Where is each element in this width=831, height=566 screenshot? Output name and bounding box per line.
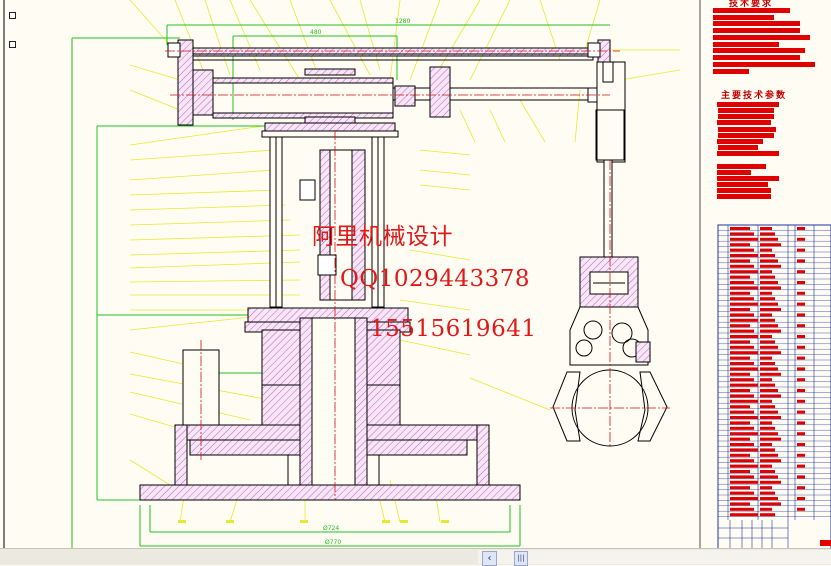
parts-row-text (730, 507, 754, 511)
watermark-line1: 阿里机械设计 (312, 224, 453, 250)
parts-row-text (730, 389, 750, 392)
parts-row-text (730, 497, 758, 500)
parts-row-text (730, 270, 758, 274)
parts-row-text (730, 486, 750, 490)
parts-row-text (730, 297, 754, 301)
parts-row-text (730, 227, 750, 230)
parts-row-text (730, 356, 750, 360)
parts-row-text (730, 302, 758, 306)
parts-list-table (717, 224, 831, 550)
parts-row-text (730, 243, 750, 247)
horizontal-scrollbar[interactable]: ‹ ||| (478, 550, 831, 566)
parts-row-text (730, 367, 758, 371)
parts-row-text (730, 502, 750, 506)
parts-row-text (730, 383, 758, 387)
ucs-marker-mid (9, 41, 16, 48)
parts-row-text (730, 416, 758, 419)
parts-row-text (730, 459, 754, 463)
parts-row-text (730, 237, 758, 241)
parts-row-text (730, 470, 750, 473)
parts-row-text (730, 480, 758, 484)
dim-base-inner: Ø724 (323, 525, 339, 532)
parts-row-text (730, 340, 750, 344)
parts-row-text (730, 281, 754, 284)
parts-row-text (730, 513, 758, 517)
parts-row-text (730, 448, 758, 452)
parts-row-text (730, 372, 750, 376)
parts-row-text (730, 286, 758, 290)
gripper-assembly (552, 256, 668, 447)
parts-row-text (730, 362, 754, 365)
dim-top-inner: 480 (310, 29, 322, 36)
parts-row-text (730, 232, 754, 236)
bottom-scrollbar-area: ‹ ||| (0, 548, 831, 566)
ucs-marker-top (9, 12, 16, 19)
parts-row-text (730, 248, 754, 252)
watermark-line3: 15515619641 (370, 316, 537, 342)
parts-row-text (730, 399, 758, 403)
balloon-labels (178, 520, 449, 523)
main-centerlines (200, 130, 336, 500)
parts-row-text (730, 308, 750, 311)
parts-row-text (730, 405, 750, 409)
parts-row-text (730, 453, 750, 457)
parts-row-text (730, 329, 754, 333)
parts-row-text (730, 426, 754, 430)
parts-row-text (730, 378, 754, 382)
parts-row-text (730, 345, 754, 349)
parts-row-text (730, 437, 750, 441)
parts-row-text (730, 313, 754, 317)
parts-row-text (730, 254, 758, 257)
parts-row-text (730, 491, 754, 495)
parts-row-text (730, 335, 758, 338)
parts-row-text (730, 410, 754, 414)
parts-row-text (730, 259, 750, 263)
top-arm-assembly (167, 39, 626, 259)
tech-requirements-heading: 技术要求 (729, 0, 774, 9)
top-centerlines (165, 50, 620, 96)
parts-row-text (730, 475, 754, 479)
tech-requirements-text (713, 8, 815, 74)
parts-row-text (730, 421, 750, 425)
main-params-heading: 主要技术参数 (721, 91, 788, 101)
main-params-text (717, 102, 779, 199)
parts-row-text (730, 443, 754, 446)
parts-row-text (730, 324, 750, 328)
parts-row-text (730, 291, 750, 295)
cad-drawing-canvas[interactable]: 1280 480 Ø724 Ø770 (0, 0, 831, 550)
dim-base-outer: Ø770 (325, 539, 341, 546)
dim-top-overall: 1280 (395, 18, 410, 25)
parts-row-text (730, 318, 758, 322)
column-assembly (139, 122, 521, 501)
parts-row-text (730, 432, 758, 436)
scroll-left-button[interactable]: ‹ (482, 551, 497, 566)
parts-row-text (730, 464, 758, 468)
parts-row-text (730, 275, 750, 279)
gripper-centerlines (550, 160, 670, 448)
parts-row-text (730, 264, 754, 268)
watermark-line2: QQ1029443378 (340, 266, 531, 292)
parts-row-text (730, 394, 754, 398)
parts-row-text (730, 351, 758, 355)
